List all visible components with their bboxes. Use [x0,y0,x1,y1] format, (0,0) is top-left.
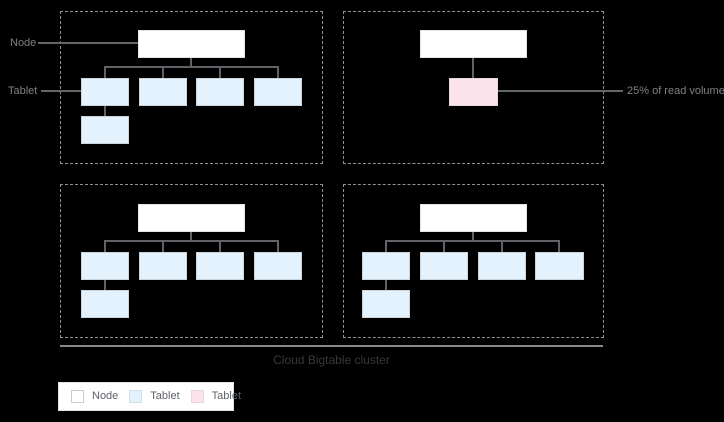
hot-tablet-box [449,78,498,106]
connector-line [162,240,164,252]
tablet-box [254,252,302,280]
tablet-box [81,252,129,280]
legend-item-hot-tablet: Tablet [190,390,242,403]
legend-item-node: Node [71,390,118,403]
tablet-box [196,252,244,280]
connector-line [190,232,192,240]
node-swatch-icon [71,390,84,403]
hot-tablet-swatch-icon [190,390,204,403]
tablet-box [81,116,129,144]
legend-item-tablet: Tablet [129,390,180,403]
connector-line [385,240,560,242]
tablet-annotation-leader-line [41,90,81,92]
connector-line [219,240,221,252]
node-box [138,204,245,232]
connector-line [277,66,279,78]
connector-line [472,58,474,78]
node-panel-1 [60,11,323,164]
tablet-box [196,78,244,106]
connector-line [501,240,503,252]
node-panel-3 [60,184,323,338]
cluster-bracket-line [60,345,603,347]
connector-line [385,280,387,290]
node-box [138,30,245,58]
connector-line [558,240,560,252]
tablet-box [139,78,187,106]
tablet-box [478,252,526,280]
read-volume-annotation-label: 25% of read volume [627,85,724,97]
connector-line [104,240,279,242]
node-panel-4 [343,184,604,338]
tablet-box [362,290,410,318]
tablet-box [139,252,187,280]
tablet-box [81,78,129,106]
tablet-box [362,252,410,280]
legend: Node Tablet Tablet [58,382,241,411]
read-volume-leader-line [498,90,623,92]
tablet-box [420,252,468,280]
connector-line [277,240,279,252]
tablet-swatch-icon [129,390,143,403]
node-box [420,204,527,232]
node-annotation-leader-line [38,42,138,44]
node-box [420,30,527,58]
connector-line [472,232,474,240]
connector-line [162,66,164,78]
connector-line [104,280,106,290]
tablet-annotation-label: Tablet [8,85,38,97]
connector-line [385,240,387,252]
tablet-box [535,252,584,280]
connector-line [104,66,106,78]
connector-line [443,240,445,252]
connector-line [104,240,106,252]
connector-line [219,66,221,78]
node-panel-2 [343,11,604,164]
cluster-caption: Cloud Bigtable cluster [273,353,390,367]
legend-label: Node [92,390,119,402]
tablet-box [254,78,302,106]
connector-line [104,66,279,68]
legend-label: Tablet [211,390,242,402]
node-annotation-label: Node [10,37,37,49]
legend-label: Tablet [150,390,180,402]
connector-line [104,106,106,116]
connector-line [190,58,192,66]
tablet-box [81,290,129,318]
